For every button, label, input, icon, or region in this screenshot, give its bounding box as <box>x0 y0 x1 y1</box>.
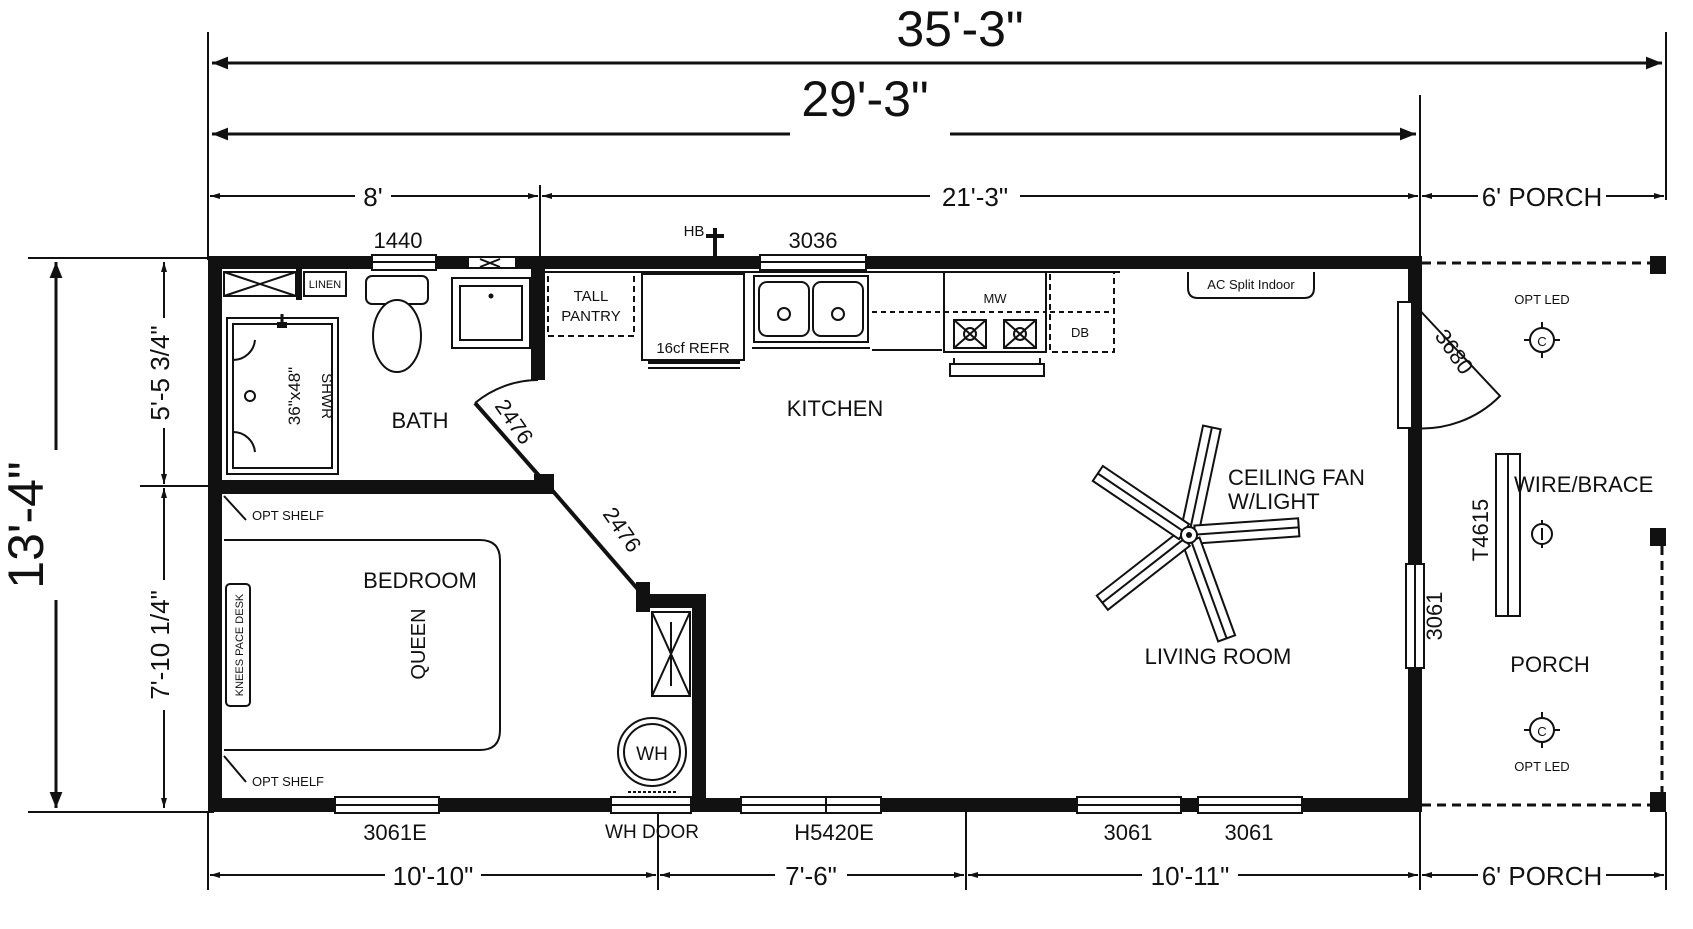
top-dimensions: 35'-3" 29'-3" 8' 21'-3" 6' PORCH <box>207 1 1667 260</box>
svg-text:16cf REFR: 16cf REFR <box>656 340 730 357</box>
svg-text:SHWR: SHWR <box>318 373 335 419</box>
svg-text:1440: 1440 <box>374 228 423 253</box>
kitchen-fixtures: TALL PANTRY 16cf REFR MW <box>545 271 1315 421</box>
svg-text:HB: HB <box>684 223 705 240</box>
svg-text:OPT LED: OPT LED <box>1514 759 1569 774</box>
top-left-segment-label: 8' <box>363 182 382 212</box>
room-bedroom-label: BEDROOM <box>363 568 477 593</box>
svg-text:H5420E: H5420E <box>794 820 874 845</box>
room-bath-label: BATH <box>391 408 448 433</box>
left-upper-label: 5'-5 3/4" <box>145 325 175 420</box>
wire-brace: WIRE/BRACE T4615 <box>1468 453 1653 617</box>
left-lower-label: 7'-10 1/4" <box>145 590 175 700</box>
overall-length-label: 35'-3" <box>896 1 1023 57</box>
svg-text:3061: 3061 <box>1104 820 1153 845</box>
svg-text:WIRE/BRACE: WIRE/BRACE <box>1514 472 1653 497</box>
counter-run <box>872 311 942 351</box>
svg-text:LINEN: LINEN <box>309 279 341 291</box>
svg-text:MW: MW <box>983 291 1007 306</box>
svg-text:WH DOOR: WH DOOR <box>605 822 699 843</box>
bedroom-window: 3061E <box>334 796 440 845</box>
svg-text:TALL: TALL <box>574 288 609 305</box>
kitchen-sink <box>752 275 870 349</box>
svg-text:T4615: T4615 <box>1468 499 1493 561</box>
bath-fixtures: LINEN 36"x48" SHWR BATH <box>223 271 531 475</box>
living-side-window: 3061 <box>1405 563 1447 669</box>
living-room: CEILING FAN W/LIGHT LIVING ROOM <box>1091 424 1365 669</box>
svg-text:C: C <box>1537 724 1546 739</box>
opt-shelf-top-label: OPT SHELF <box>252 508 324 523</box>
room-kitchen-label: KITCHEN <box>787 396 884 421</box>
svg-text:KNEES PACE DESK: KNEES PACE DESK <box>234 593 246 696</box>
svg-text:36"x48": 36"x48" <box>285 367 304 425</box>
range-microwave: MW <box>943 271 1047 377</box>
windows: 1440 3036 HB 3061 3061E <box>334 223 1447 845</box>
closet <box>651 611 691 697</box>
bedroom-door: 2476 <box>550 488 646 596</box>
room-porch-label: PORCH <box>1510 652 1589 677</box>
svg-text:3036: 3036 <box>789 228 838 253</box>
bedroom: OPT SHELF OPT SHELF QUEEN KNEES PACE DES… <box>223 495 691 793</box>
dishwasher: DB <box>1049 271 1115 353</box>
living-window-3: 3061 <box>1197 796 1303 845</box>
porch: OPT LED C C OPT LED WIRE/BRACE T4615 POR… <box>1422 256 1666 812</box>
svg-text:WH: WH <box>636 744 668 765</box>
svg-text:AC Split Indoor: AC Split Indoor <box>1207 277 1295 292</box>
left-dimensions: 13'-4" 5'-5 3/4" 7'-10 1/4" <box>0 257 214 813</box>
top-right-segment-label: 21'-3" <box>942 182 1008 212</box>
queen-bed: QUEEN <box>224 539 501 751</box>
ceiling-fan-light-label: W/LIGHT <box>1228 489 1320 514</box>
svg-text:3061: 3061 <box>1422 592 1447 641</box>
refrigerator: 16cf REFR <box>641 273 745 369</box>
living-window-2: 3061 <box>1076 796 1182 845</box>
opt-shelf-bottom-label: OPT SHELF <box>252 774 324 789</box>
svg-text:OPT LED: OPT LED <box>1514 292 1569 307</box>
linen-closet: LINEN <box>223 271 347 297</box>
hose-bib: HB <box>684 223 724 256</box>
tall-pantry: TALL PANTRY <box>547 271 635 337</box>
ac-split-indoor: AC Split Indoor <box>1187 272 1315 299</box>
bottom-3-label: 10'-11" <box>1151 861 1230 891</box>
porch-bottom-label: 6' PORCH <box>1482 861 1603 891</box>
porch-top-label: 6' PORCH <box>1482 182 1603 212</box>
shower: 36"x48" SHWR <box>226 314 339 475</box>
wh-door-opening: WH DOOR <box>605 796 699 843</box>
svg-text:DB: DB <box>1071 325 1089 340</box>
exhaust-vent <box>467 256 517 269</box>
bottom-1-label: 10'-10" <box>393 861 474 891</box>
house-length-label: 29'-3" <box>801 71 928 127</box>
ceiling-fan-label: CEILING FAN <box>1228 465 1365 490</box>
ceiling-fan-icon <box>1091 424 1301 643</box>
bath-window: 1440 <box>371 228 437 271</box>
knee-space-desk: KNEES PACE DESK <box>225 583 251 707</box>
opt-led-bottom: C OPT LED <box>1514 712 1570 774</box>
toilet <box>365 275 429 373</box>
opt-led-top: OPT LED C <box>1514 292 1570 358</box>
water-heater: WH <box>617 717 687 793</box>
kitchen-window: 3036 <box>759 228 867 271</box>
svg-text:2476: 2476 <box>490 394 539 448</box>
bottom-2-label: 7'-6" <box>785 861 837 891</box>
svg-text:PANTRY: PANTRY <box>561 308 620 325</box>
svg-text:3061E: 3061E <box>363 820 427 845</box>
svg-text:3680: 3680 <box>1430 324 1479 378</box>
bath-door: 2476 <box>473 379 543 480</box>
svg-text:3061: 3061 <box>1225 820 1274 845</box>
bottom-dimensions: 10'-10" 7'-6" 10'-11" 6' PORCH <box>207 812 1667 891</box>
room-living-label: LIVING ROOM <box>1145 644 1292 669</box>
svg-text:C: C <box>1537 334 1546 349</box>
living-window-1: H5420E <box>740 796 882 845</box>
bath-sink <box>451 277 531 349</box>
overall-width-label: 13'-4" <box>0 461 54 588</box>
svg-text:QUEEN: QUEEN <box>408 608 430 679</box>
interior-walls <box>208 256 706 812</box>
